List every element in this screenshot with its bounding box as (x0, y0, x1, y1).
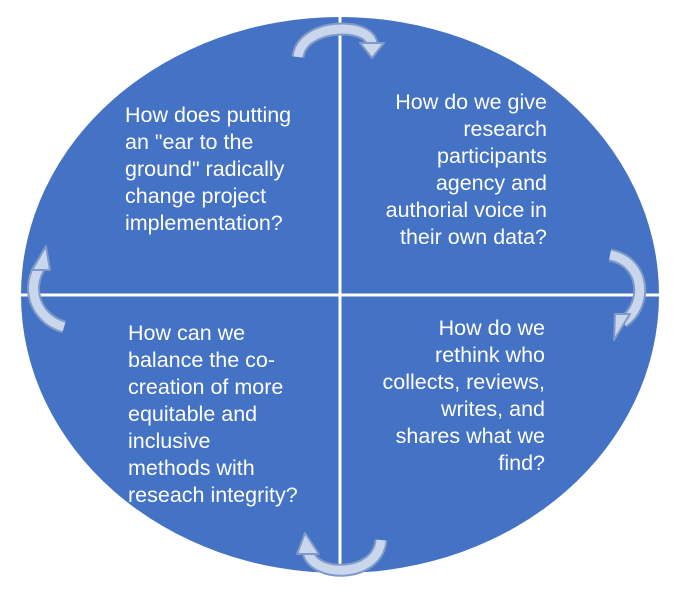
quadrant-top-right (340, 17, 659, 295)
top-arrow-icon (291, 22, 385, 59)
quadrant-bottom-right (340, 295, 659, 573)
question-bottom-left: How can we balance the co- creation of m… (128, 321, 298, 507)
bottom-arrow-icon (296, 532, 388, 577)
question-top-right: How do we give research participants age… (385, 90, 547, 249)
left-arrow-icon (27, 245, 67, 334)
question-top-left: How does putting an "ear to the ground" … (125, 103, 292, 235)
right-arrow-icon (608, 248, 647, 341)
question-bottom-right: How do we rethink who collects, reviews,… (382, 316, 546, 475)
quadrant-bottom-left (21, 295, 340, 573)
quadrant-top-left (21, 17, 340, 295)
